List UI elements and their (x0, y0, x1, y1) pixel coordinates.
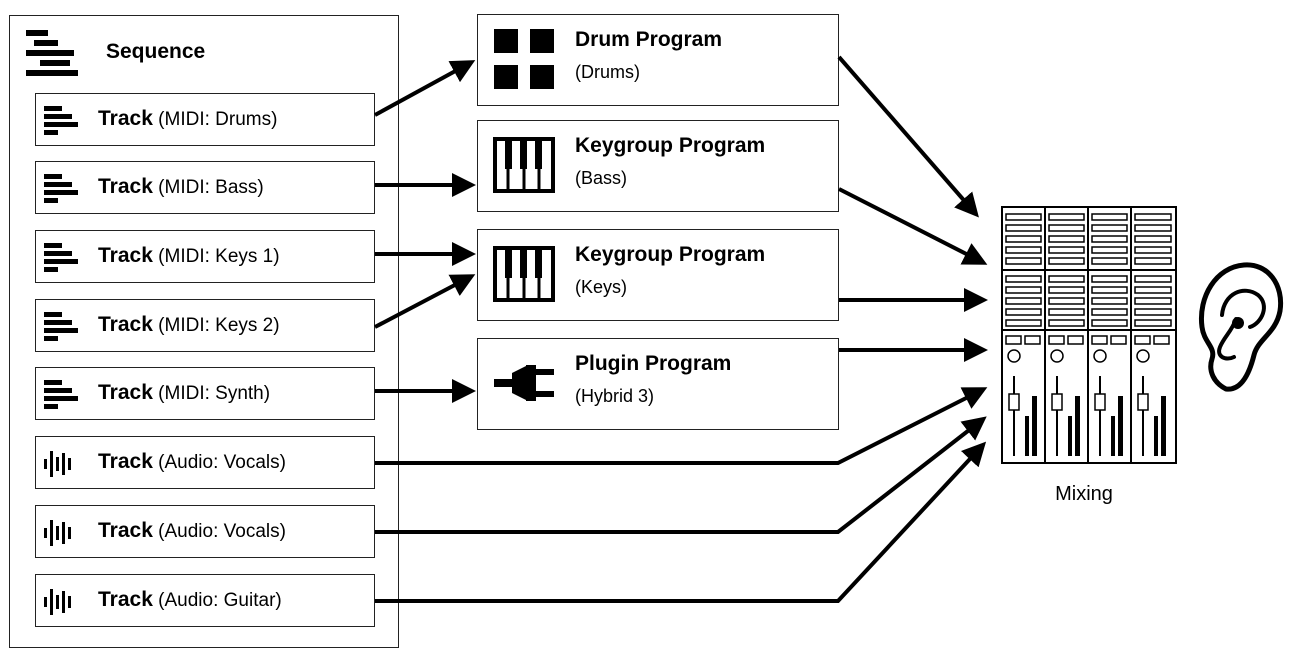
program-box[interactable]: Keygroup Program (Keys) (477, 229, 839, 321)
track-box[interactable]: Track (MIDI: Bass) (35, 161, 375, 214)
track-name: Track (98, 244, 153, 267)
audio-track-icon (44, 587, 78, 617)
track-name: Track (98, 381, 153, 404)
program-box[interactable]: Drum Program (Drums) (477, 14, 839, 106)
arrow-drum-program-to-mixer (837, 55, 979, 218)
arrow-keygroup-bass-to-mixer (838, 187, 988, 265)
arrow-vocals2-to-mixer (375, 416, 987, 534)
track-name: Track (98, 588, 153, 611)
midi-track-icon (44, 312, 78, 342)
track-name: Track (98, 450, 153, 473)
track-name: Track (98, 175, 153, 198)
program-name: Keygroup Program (575, 134, 766, 157)
midi-track-icon (44, 243, 78, 273)
audio-track-icon (44, 449, 78, 479)
track-box[interactable]: Track (MIDI: Keys 2) (35, 299, 375, 352)
track-detail: (MIDI: Keys 2) (158, 315, 280, 336)
track-box[interactable]: Track (Audio: Guitar) (35, 574, 375, 627)
track-box[interactable]: Track (MIDI: Synth) (35, 367, 375, 420)
ear-icon (1196, 257, 1286, 397)
program-name: Plugin Program (575, 352, 732, 375)
program-detail: (Bass) (575, 168, 628, 188)
track-box[interactable]: Track (MIDI: Drums) (35, 93, 375, 146)
program-detail: (Hybrid 3) (575, 386, 655, 406)
midi-track-icon (44, 174, 78, 204)
arrow-guitar-to-mixer (375, 441, 987, 603)
arrow-keys2-to-keygroup-keys (374, 274, 476, 329)
sequence-title: Sequence (106, 40, 206, 63)
track-name: Track (98, 107, 153, 130)
piano-keys-icon (492, 242, 556, 306)
midi-track-icon (44, 106, 78, 136)
mixer-icon (1001, 206, 1177, 464)
drum-pads-icon (492, 27, 556, 91)
track-detail: (MIDI: Synth) (158, 383, 271, 404)
track-detail: (MIDI: Keys 1) (158, 246, 280, 267)
program-box[interactable]: Plugin Program (Hybrid 3) (477, 338, 839, 430)
track-detail: (Audio: Vocals) (158, 452, 286, 473)
program-detail: (Keys) (575, 277, 628, 297)
track-detail: (MIDI: Bass) (158, 177, 264, 198)
audio-track-icon (44, 518, 78, 548)
arrow-drums-to-drum-program (374, 60, 476, 117)
track-name: Track (98, 519, 153, 542)
track-detail: (MIDI: Drums) (158, 109, 278, 130)
track-detail: (Audio: Vocals) (158, 521, 286, 542)
track-box[interactable]: Track (MIDI: Keys 1) (35, 230, 375, 283)
program-detail: (Drums) (575, 62, 640, 82)
plug-icon (492, 351, 556, 415)
program-name: Drum Program (575, 28, 723, 51)
program-name: Keygroup Program (575, 243, 766, 266)
midi-track-icon (44, 380, 78, 410)
track-box[interactable]: Track (Audio: Vocals) (35, 505, 375, 558)
sequence-container (9, 15, 399, 648)
program-box[interactable]: Keygroup Program (Bass) (477, 120, 839, 212)
track-box[interactable]: Track (Audio: Vocals) (35, 436, 375, 489)
sequence-icon (26, 30, 78, 78)
track-detail: (Audio: Guitar) (158, 590, 282, 611)
arrow-vocals1-to-mixer (375, 387, 988, 465)
track-name: Track (98, 313, 153, 336)
mixing-label: Mixing (1055, 483, 1113, 505)
piano-keys-icon (492, 133, 556, 197)
